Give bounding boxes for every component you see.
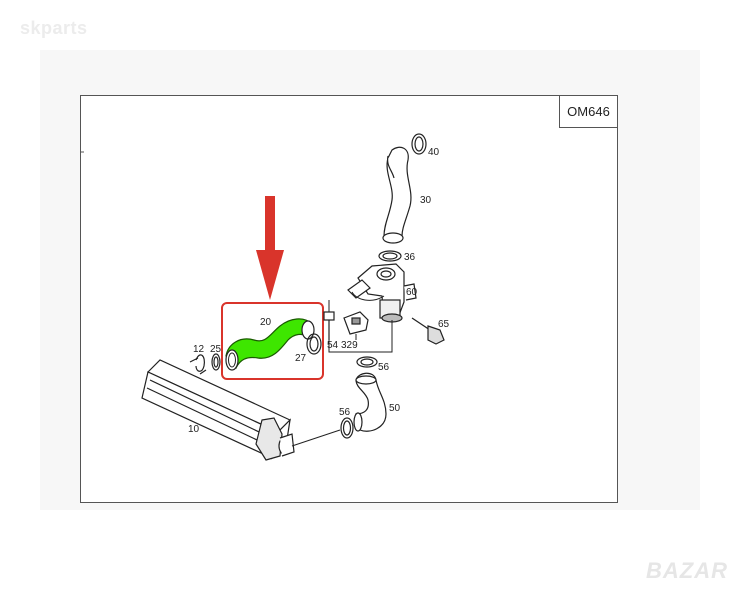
ring-part-36 <box>378 250 402 262</box>
part-label-30: 30 <box>420 195 432 206</box>
ring-part-56-lower <box>340 417 354 439</box>
part-label-36: 36 <box>404 252 416 263</box>
part-label-54: 54 <box>327 340 339 351</box>
watermark-top-left: skparts <box>20 18 88 38</box>
intercooler-part <box>141 359 295 461</box>
part-label-329: 329 <box>341 340 358 351</box>
ring-part-40 <box>411 133 427 155</box>
part-label-60: 60 <box>406 287 418 298</box>
down-arrow-icon <box>256 196 284 300</box>
sensor-part-329 <box>343 311 369 335</box>
part-label-10: 10 <box>188 424 200 435</box>
highlight-box <box>221 302 324 380</box>
part-label-56-upper: 56 <box>378 362 390 373</box>
part-label-50: 50 <box>389 403 401 414</box>
bolt-part-65 <box>411 317 445 345</box>
model-code-label: OM646 <box>559 95 618 128</box>
part-label-56-lower: 56 <box>339 407 351 418</box>
hose-part-50 <box>353 372 387 432</box>
ring-part-56-upper <box>356 356 378 368</box>
diagram-frame <box>80 95 618 503</box>
part-label-65: 65 <box>438 319 450 330</box>
watermark-bottom-right: BAZAR <box>646 558 728 583</box>
highlighted-charge-hose-part-20 <box>225 318 315 371</box>
part-label-20: 20 <box>260 317 272 328</box>
ring-part-27 <box>306 333 322 355</box>
part-label-25: 25 <box>210 344 222 355</box>
part-label-40: 40 <box>428 147 440 158</box>
part-label-27: 27 <box>295 353 307 364</box>
clip-part-54 <box>323 311 335 340</box>
part-label-12: 12 <box>193 344 205 355</box>
ring-part-25 <box>211 353 221 371</box>
clamp-part-12 <box>189 354 207 375</box>
throttle-housing-part-60 <box>347 263 417 323</box>
hose-part-30 <box>382 146 412 244</box>
